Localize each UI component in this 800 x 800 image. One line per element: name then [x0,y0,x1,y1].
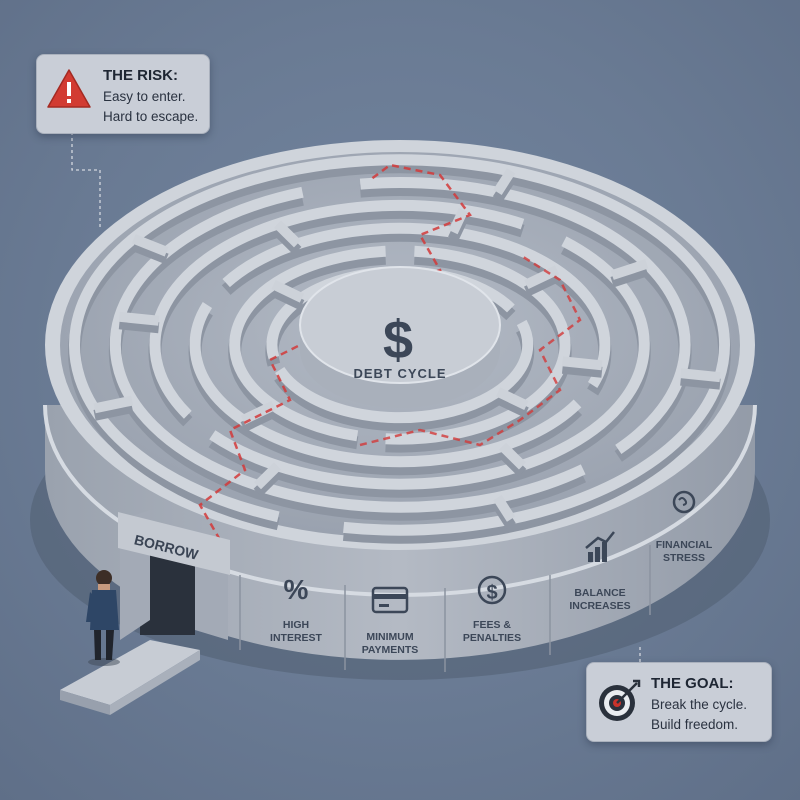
risk-callout: THE RISK: Easy to enter. Hard to escape. [36,54,210,134]
dollar-icon: $ [383,310,413,370]
maze-ring-wall [109,186,586,513]
goal-line-2: Build freedom. [651,717,739,732]
risk-leader-line [71,132,101,230]
center-platform: $ DEBT CYCLE [299,266,501,408]
warning-icon [47,69,91,108]
maze-radial-wall [253,462,282,490]
maze-radial-shadow [680,374,721,390]
maze-radial-wall [93,395,134,414]
maze-radial-wall [524,265,560,290]
maze-ring-wall [385,245,571,445]
maze-radial-shadow [271,286,305,311]
maze-rings [68,154,731,544]
maze-radial-wall [240,400,276,425]
percent-icon: % [284,574,309,605]
rising-chart-icon [585,531,615,562]
panel-caption: PENALTIES [463,632,521,644]
panel-3: $ FEES &PENALTIES [463,575,521,644]
panel-caption: FINANCIAL [656,539,713,551]
maze-radial-wall [493,494,516,522]
maze-ring-wall [275,319,534,424]
maze-radial-wall [498,442,527,470]
maze-ring-wall [209,236,650,490]
maze-radial-shadow [524,271,560,297]
panel-caption: INTEREST [270,632,323,644]
maze-ring-wall [189,302,582,468]
maze-radial-shadow [93,402,134,421]
risk-line-2: Hard to escape. [103,109,199,124]
panel-caption: FEES & [473,619,511,631]
maze-radial-wall [493,168,516,196]
maze-radial-shadow [131,240,169,264]
svg-text:%: % [284,574,309,605]
panel-caption: PAYMENTS [362,644,419,656]
maze-radial-wall [271,280,305,303]
maze-radial-shadow [495,393,529,418]
maze-radial-wall [448,207,468,235]
maze-radial-wall [561,356,603,371]
panel-caption: MINIMUM [366,631,413,643]
stressed-head-icon [672,490,696,514]
maze-ring-wall [229,245,386,442]
center-label: DEBT CYCLE [353,366,446,381]
goal-callout: THE GOAL: Break the cycle. Build freedom… [586,662,772,742]
maze-radial-wall [118,311,160,326]
maze-radial-wall [495,387,529,410]
risk-title: THE RISK: [103,67,178,84]
maze-ring-wall [149,199,525,419]
goal-title: THE GOAL: [651,675,734,692]
maze-ring-wall [69,154,730,536]
goal-line-1: Break the cycle. [651,697,748,712]
risk-line-1: Easy to enter. [103,89,186,104]
panel-caption: HIGH [283,619,309,631]
maze-radial-shadow [561,362,603,378]
escape-path-line-2 [359,253,582,447]
maze-radial-wall [131,234,169,257]
maze-radial-wall [610,259,649,280]
panel-caption: STRESS [663,552,705,564]
maze-radial-wall [680,368,721,383]
maze-radial-shadow [240,407,276,433]
maze-ring-wall [359,177,691,454]
target-icon [599,679,641,721]
dollar-coin-icon: $ [477,575,507,605]
maze-radial-wall [273,220,302,248]
maze-radial-shadow [610,265,649,288]
credit-card-icon [371,586,409,614]
person-figure [86,570,120,666]
svg-text:$: $ [486,582,497,604]
maze-radial-walls [93,168,721,530]
panel-caption: BALANCE [574,587,625,599]
panel-caption: INCREASES [569,600,630,612]
maze-radial-shadow [118,318,160,334]
maze-entrance: BORROW [60,510,230,715]
